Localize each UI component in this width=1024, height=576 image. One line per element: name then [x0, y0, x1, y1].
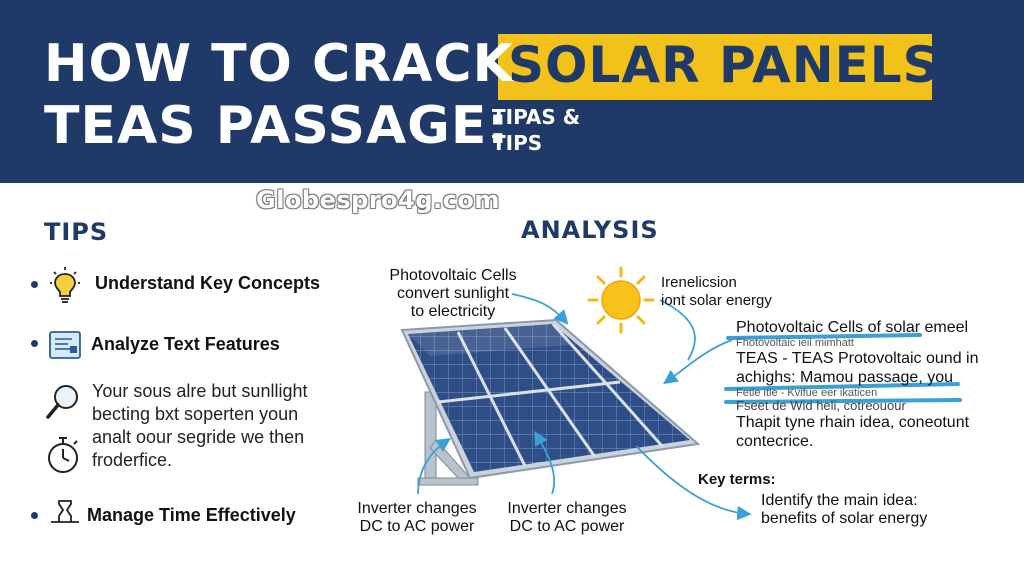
tip-item-label: Manage Time Effectively	[87, 505, 296, 525]
bullet	[31, 512, 38, 519]
bullet	[31, 281, 38, 288]
sun-icon	[587, 266, 655, 334]
title-subtitle: TIPAS & TIPS	[492, 104, 580, 156]
label-photovoltaic-cells: Photovoltaic Cells convert sunlight to e…	[382, 267, 524, 321]
watermark: Globespro4g.com	[256, 186, 500, 214]
tips-paragraph: Your sous alre but sunllight becting bxt…	[92, 381, 308, 470]
paragraph-line: contecrice.	[736, 433, 814, 450]
stopwatch-icon	[48, 437, 78, 473]
hourglass-icon	[51, 500, 79, 523]
key-terms-label: Key terms:	[698, 471, 776, 488]
paragraph-line: achighs: Mamou passage, you	[736, 369, 954, 386]
paragraph-line: TEAS - TEAS Protovoltaic ound in	[736, 350, 979, 367]
title-line-2: TEAS PASSAGE:	[44, 96, 510, 156]
bullet	[31, 340, 38, 347]
label-inverter-right: Inverter changes DC to AC power	[496, 500, 638, 536]
paragraph-line: Thapit tyne rhain idea, coneotunt	[736, 414, 970, 431]
label-line: DC to AC power	[359, 518, 475, 535]
solar-panel	[400, 318, 701, 480]
subtitle-line-1: TIPAS &	[492, 105, 581, 129]
label-line: convert sunlight	[396, 285, 510, 302]
analysis-heading: ANALYSIS	[521, 216, 659, 244]
paragraph-line: Fetle itle - Kvifue eer ikaticen	[736, 387, 878, 399]
tips-heading: TIPS	[44, 218, 109, 246]
tip-item-label: Analyze Text Features	[91, 334, 280, 354]
label-line: Inverter changes	[357, 500, 477, 517]
lightbulb-icon	[50, 267, 80, 303]
analysis-paragraph: Photovoltaic Cells of solar emeel Fhotov…	[736, 318, 1024, 451]
label-inverter-left: Inverter changes DC to AC power	[346, 500, 488, 536]
title-highlight-text: SOLAR PANELS	[508, 36, 940, 94]
title-line-1: HOW TO CRACK	[44, 34, 514, 94]
key-terms-text: Identify the main idea: benefits of sola…	[761, 492, 927, 528]
paragraph-line: Fhotovoltaic ieil mimhatt	[736, 337, 854, 349]
paragraph-line: Fseet de Wid heli, cotreouour	[736, 398, 906, 413]
label-sun: Irenelicsion iont solar energy	[661, 274, 772, 310]
label-line: to electricity	[410, 303, 496, 320]
label-line: Photovoltaic Cells	[389, 267, 517, 284]
label-line: iont solar energy	[661, 292, 772, 309]
subtitle-line-2: TIPS	[492, 131, 543, 155]
title-highlight-box	[498, 34, 932, 100]
label-line: Irenelicsion	[661, 274, 737, 291]
label-line: benefits of solar energy	[761, 510, 928, 527]
label-line: Inverter changes	[507, 500, 627, 517]
document-icon	[49, 331, 81, 359]
magnifier-icon	[46, 385, 78, 419]
label-line: Identify the main idea:	[761, 492, 918, 509]
label-line: DC to AC power	[509, 518, 625, 535]
tip-item-label: Understand Key Concepts	[95, 273, 321, 293]
paragraph-line: Photovoltaic Cells of solar emeel	[736, 319, 969, 336]
